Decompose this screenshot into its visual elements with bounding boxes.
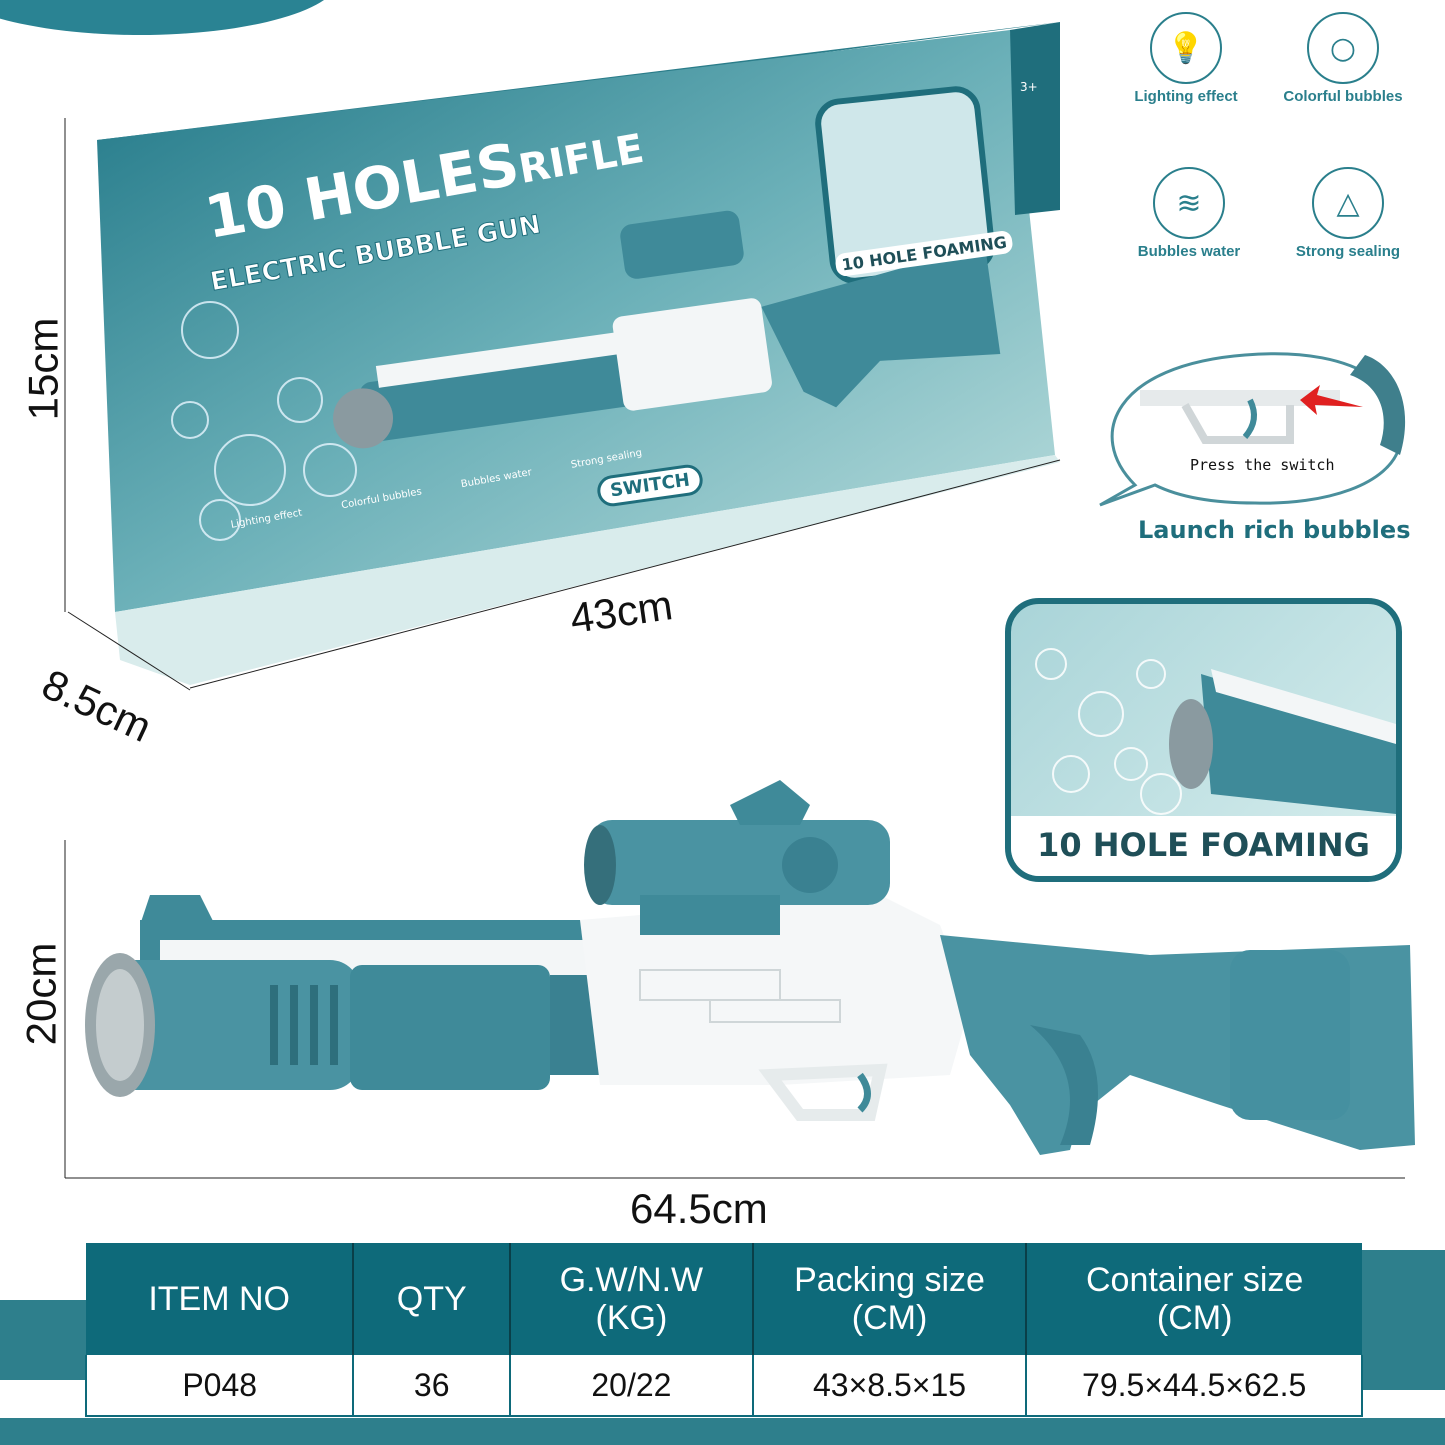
dimension-lines bbox=[64, 118, 1405, 1179]
foaming-inset: 10 HOLE FOAMING bbox=[1005, 598, 1402, 882]
bottle-icon: ≋ bbox=[1153, 167, 1225, 239]
feature-label: Strong sealing bbox=[1295, 243, 1401, 260]
box-front-face bbox=[97, 30, 1055, 612]
bottom-band bbox=[0, 1418, 1445, 1445]
product-box bbox=[97, 22, 1060, 685]
feature-bubbles-water: ≋ Bubbles water bbox=[1114, 167, 1264, 260]
bubble-gun-image bbox=[85, 780, 1415, 1155]
feature-label: Bubbles water bbox=[1137, 243, 1241, 260]
gun-height-label: 20cm bbox=[17, 942, 65, 1046]
foaming-inset-image bbox=[1011, 648, 1396, 876]
feature-label: Lighting effect bbox=[1134, 88, 1238, 105]
foaming-inset-label: 10 HOLE FOAMING bbox=[1037, 826, 1370, 864]
callout-instruction: Press the switch bbox=[1190, 456, 1335, 474]
header-qty: QTY bbox=[353, 1243, 512, 1355]
box-gun-image bbox=[333, 210, 1001, 449]
bubbles-icon: ○ bbox=[1307, 12, 1379, 84]
trigger bbox=[857, 1072, 871, 1113]
cell-container-size: 79.5×44.5×62.5 bbox=[1025, 1355, 1363, 1417]
header-container-size: Container size(CM) bbox=[1026, 1243, 1362, 1355]
bottom-band-left bbox=[0, 1300, 90, 1380]
table-row: P048 36 20/22 43×8.5×15 79.5×44.5×62.5 bbox=[84, 1355, 1363, 1417]
red-arrow-icon bbox=[1300, 385, 1363, 415]
box-bottom-face bbox=[115, 455, 1060, 685]
box-age-label: 3+ bbox=[1020, 80, 1038, 94]
callout-caption: Launch rich bubbles bbox=[1138, 516, 1411, 544]
water-drop-icon: △ bbox=[1312, 167, 1384, 239]
header-weight: G.W/N.W(KG) bbox=[510, 1243, 754, 1355]
feature-lighting-effect: 💡 Lighting effect bbox=[1111, 12, 1261, 105]
light-bulb-icon: 💡 bbox=[1150, 12, 1222, 84]
box-end-panel bbox=[1010, 22, 1060, 215]
spec-table: ITEM NO QTY G.W/N.W(KG) Packing size(CM)… bbox=[84, 1243, 1363, 1417]
header-packing-size: Packing size(CM) bbox=[752, 1243, 1028, 1355]
box-height-label: 15cm bbox=[19, 317, 67, 421]
cell-packing-size: 43×8.5×15 bbox=[751, 1355, 1028, 1417]
bubble-decoration bbox=[171, 301, 357, 541]
feature-strong-sealing: △ Strong sealing bbox=[1273, 167, 1423, 260]
bottom-band-right bbox=[1360, 1250, 1445, 1390]
header-item-no: ITEM NO bbox=[86, 1243, 355, 1355]
trigger-icon bbox=[1242, 398, 1257, 439]
feature-label: Colorful bubbles bbox=[1283, 88, 1403, 105]
box-top-face bbox=[97, 22, 1060, 140]
spec-table-header: ITEM NO QTY G.W/N.W(KG) Packing size(CM)… bbox=[86, 1243, 1362, 1355]
gun-length-label: 64.5cm bbox=[630, 1185, 768, 1232]
cell-item-no: P048 bbox=[84, 1355, 355, 1417]
feature-colorful-bubbles: ○ Colorful bubbles bbox=[1268, 12, 1418, 105]
switch-callout bbox=[1099, 352, 1406, 507]
cell-weight: 20/22 bbox=[509, 1355, 754, 1417]
cell-qty: 36 bbox=[352, 1355, 512, 1417]
